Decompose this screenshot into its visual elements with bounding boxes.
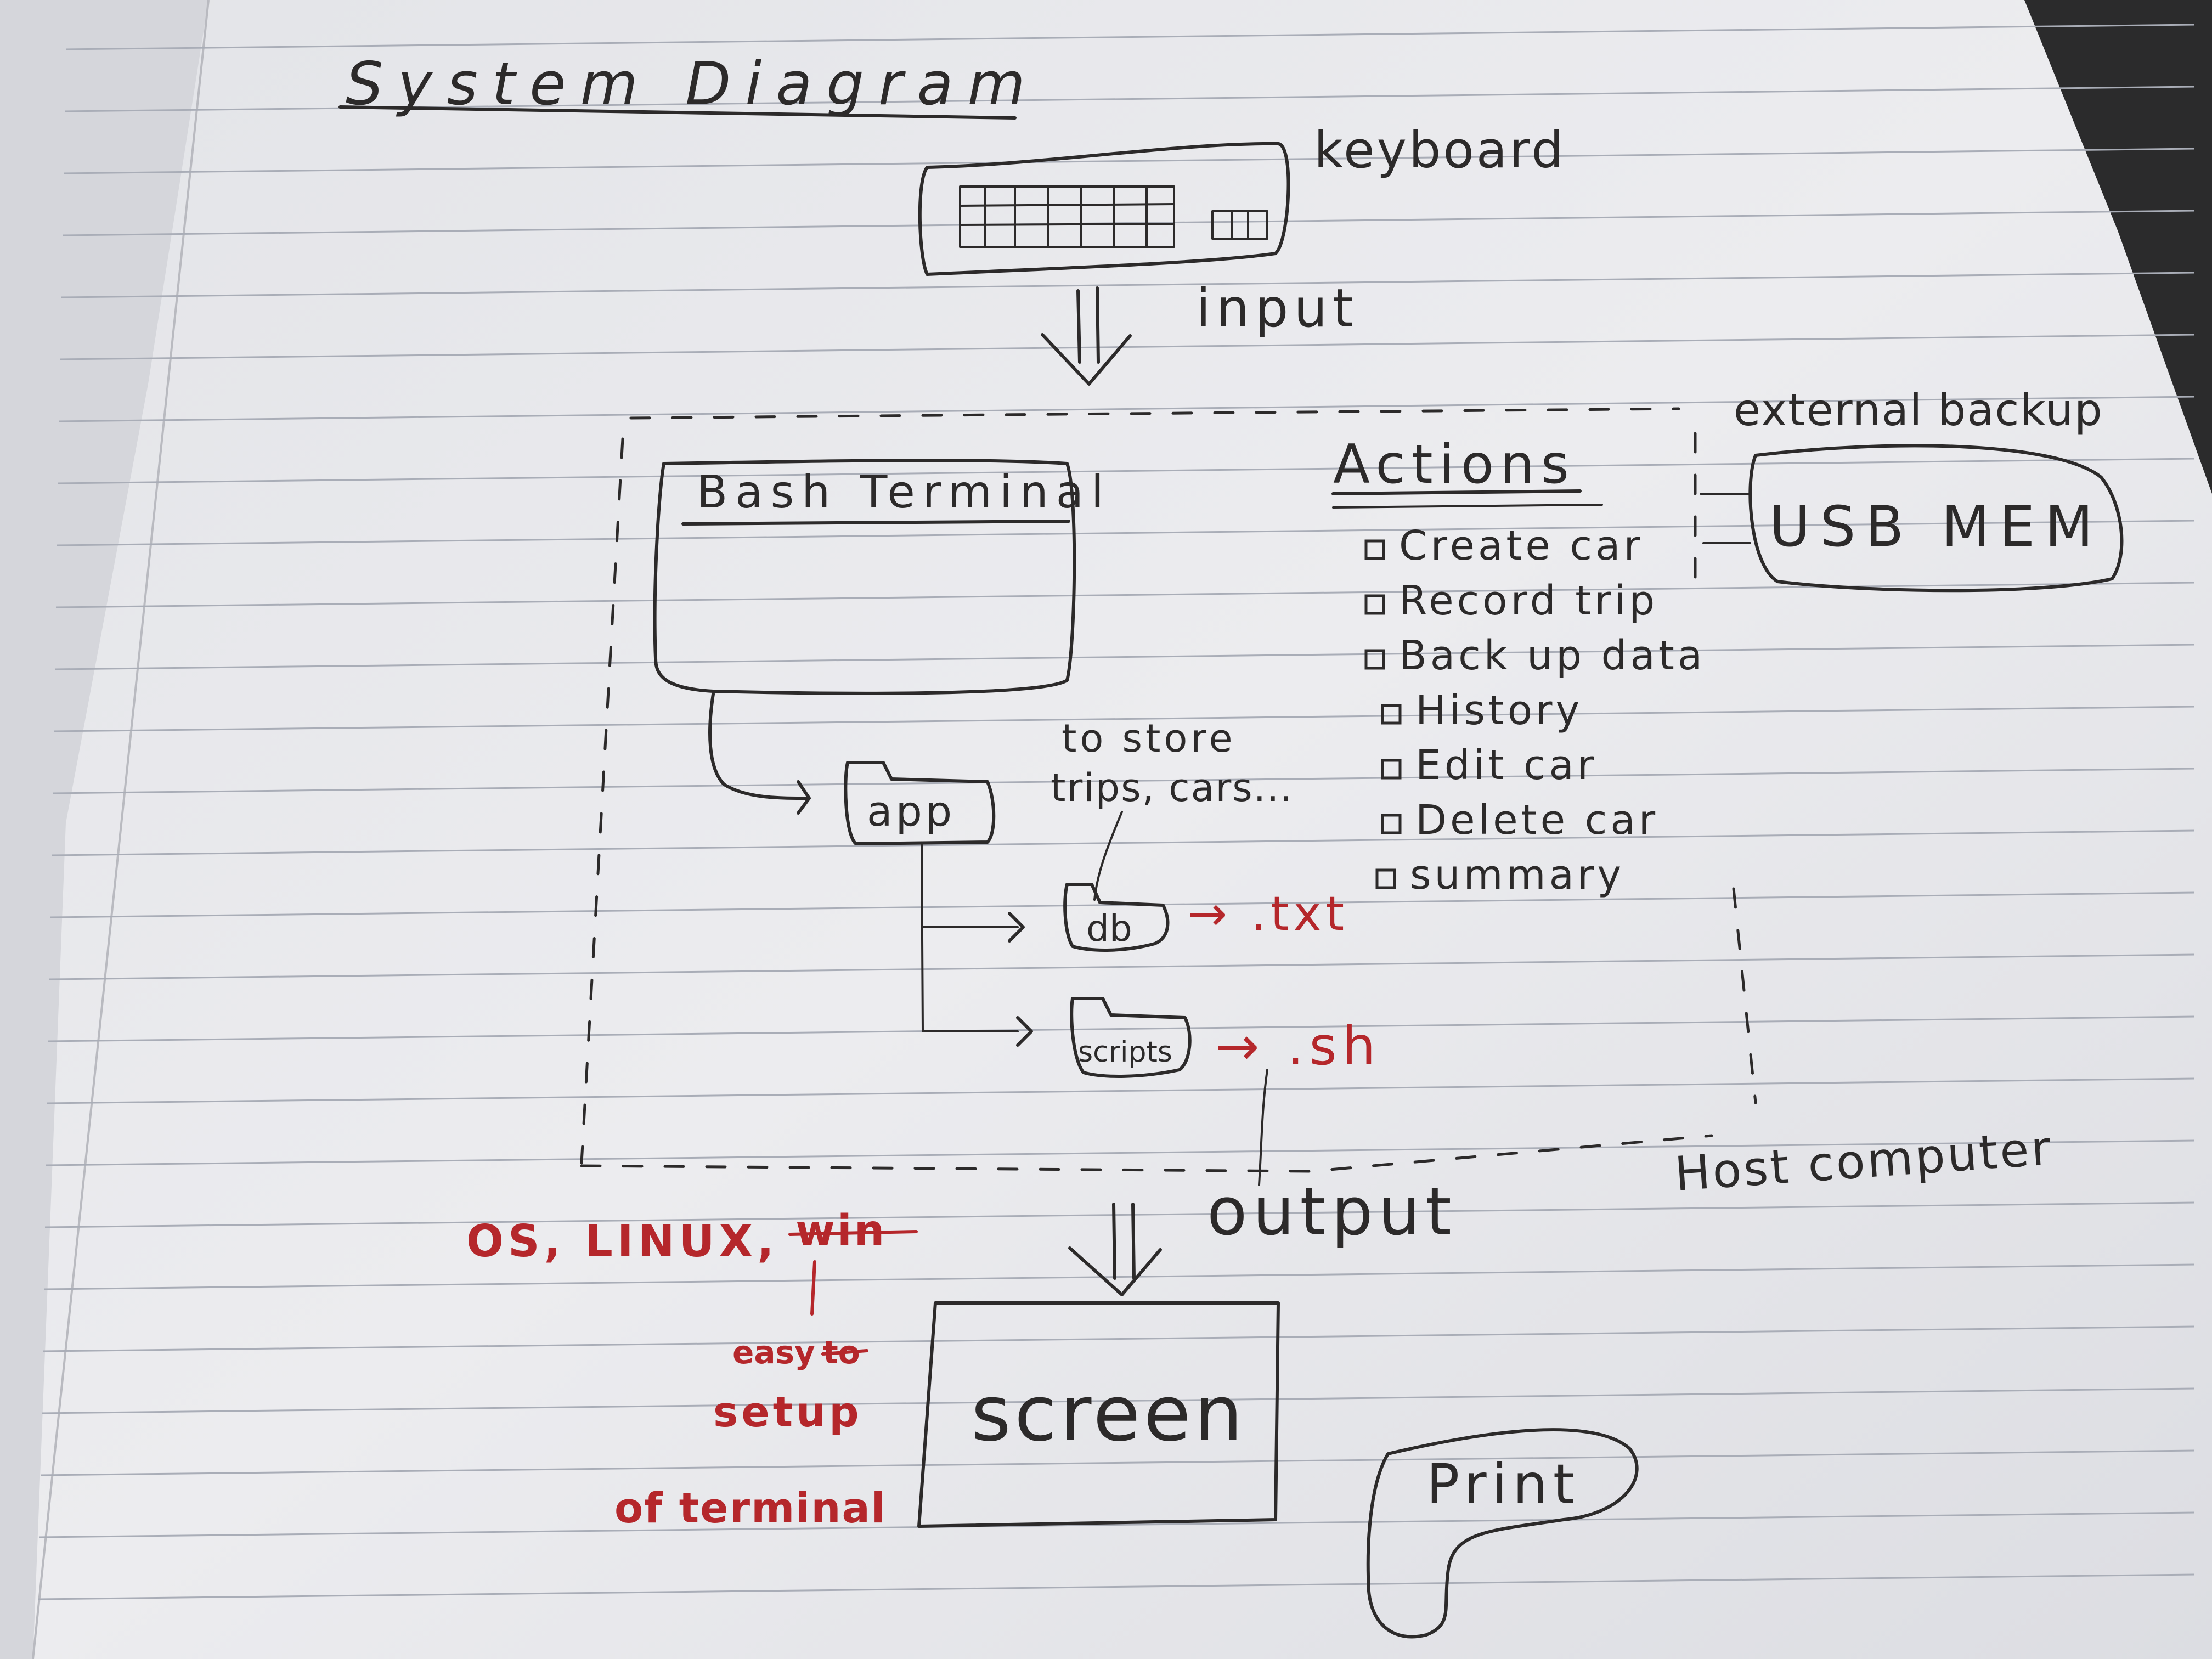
action-item-label: Delete car [1415,797,1658,844]
strikethrough-line [788,1230,918,1236]
action-item-label: Back up data [1399,632,1706,679]
action-checkbox [1381,759,1402,780]
external-backup-label: external backup [1734,385,2103,436]
action-item-label: History [1415,687,1583,734]
title-underline [338,105,1017,120]
os-note-pointer [810,1260,816,1316]
ruled-line [48,1015,2195,1042]
usb-drive-icon [1748,444,2124,592]
ruled-line [54,644,2195,670]
ruled-line [41,1387,2195,1414]
os-note-terminal: of terminal [614,1483,887,1532]
action-item-label: Create car [1399,522,1644,569]
input-arrow [1041,286,1132,386]
bash-terminal-title: Bash Terminal [697,466,1111,518]
action-checkbox [1364,649,1385,670]
bash-terminal-window [653,459,1076,695]
db-note-pointer [1093,811,1123,901]
keyboard-icon [918,142,1290,276]
ruled-line [49,953,2195,980]
db-folder-label: db [1086,907,1132,950]
app-tree-connectors [921,844,1033,1047]
os-note-easy: easy [732,1334,815,1371]
actions-heading: Actions [1333,433,1576,496]
scripts-folder-icon [1070,997,1192,1078]
ruled-line [59,396,2195,422]
ruled-line [39,1511,2195,1538]
ruled-line [57,520,2195,546]
print-box [1366,1428,1639,1639]
left-page-edge [0,0,208,1659]
action-checkbox [1375,868,1396,889]
ruled-line [44,1201,2195,1228]
ruled-line [53,706,2195,732]
db-extension: → .txt [1188,887,1348,941]
actions-underline-2 [1332,504,1603,509]
ruled-line [40,1449,2195,1476]
output-label: output [1207,1174,1457,1250]
screen-box [917,1301,1280,1528]
scripts-folder-label: scripts [1078,1036,1172,1069]
app-folder-icon [844,761,996,845]
ruled-line [51,830,2195,856]
ruled-line [61,272,2195,298]
action-checkbox [1364,539,1385,560]
ruled-line [65,24,2195,50]
ruled-line [47,1077,2195,1104]
terminal-to-app-arrow [708,692,811,815]
app-folder-label: app [867,787,955,836]
keyboard-label: keyboard [1314,121,1566,179]
host-computer-boundary [580,407,1757,1173]
actions-underline-1 [1331,489,1582,495]
print-label: Print [1426,1452,1580,1516]
input-label: input [1196,278,1359,339]
db-note-line1: to store [1062,716,1236,761]
action-item-label: Record trip [1399,577,1658,624]
ruled-line [58,458,2195,484]
action-checkbox [1364,594,1385,615]
usb-connector [1700,493,1751,544]
scripts-extension: → .sh [1215,1015,1381,1077]
ruled-line [42,1325,2195,1352]
ruled-line [52,768,2195,794]
db-folder-icon [1063,883,1170,952]
ruled-line [60,334,2195,360]
usb-drive-label: USB MEM [1769,494,2103,560]
db-note-line2: trips, cars... [1051,765,1293,810]
action-item-label: Edit car [1415,742,1597,789]
os-note-line1: OS, LINUX, [466,1216,778,1267]
strikethrough-small [821,1349,868,1356]
ruled-line [38,1573,2195,1600]
ruled-line [63,148,2195,174]
diagram-title: System Diagram [346,50,1040,119]
action-item-label: summary [1410,851,1624,899]
ruled-line [43,1263,2195,1290]
scripts-output-line [1258,1069,1268,1186]
action-checkbox [1381,814,1402,834]
action-checkbox [1381,704,1402,725]
output-arrow [1068,1203,1162,1296]
os-note-setup: setup [713,1387,862,1436]
screen-label: screen [971,1369,1246,1459]
ruled-line [46,1139,2195,1166]
